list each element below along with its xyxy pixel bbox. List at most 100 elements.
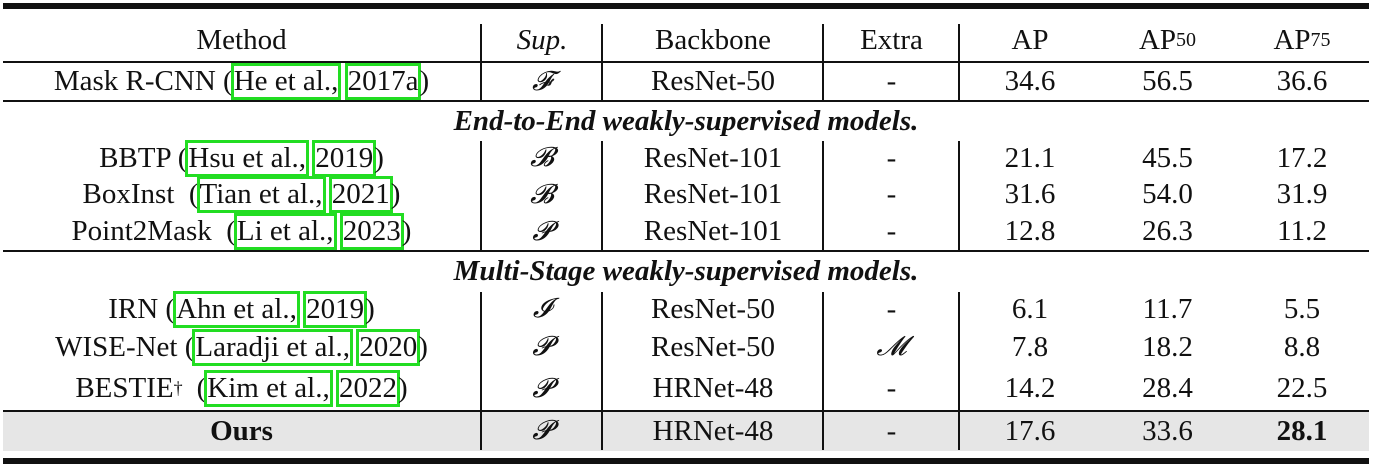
ap50-cell: 33.6 <box>1142 414 1193 447</box>
citation-author-link[interactable]: Li et al., <box>233 213 337 250</box>
citation-author-link[interactable]: Laradji et al., <box>192 328 353 366</box>
citation-year-link[interactable]: 2023 <box>339 213 404 250</box>
extra-cell: - <box>886 414 897 447</box>
ap75-cell: 36.6 <box>1276 65 1328 97</box>
backbone-cell: HRNet-48 <box>652 372 774 404</box>
ap-cell: 6.1 <box>1011 292 1049 325</box>
paren-open: ( <box>196 372 207 404</box>
header-rule <box>3 61 1369 63</box>
backbone-cell: ResNet-50 <box>650 292 776 325</box>
method-cell: BoxInst (Tian et al., 2021) <box>3 176 480 213</box>
backbone-cell: ResNet-101 <box>643 215 783 247</box>
sup-cell: 𝓘 <box>532 293 552 324</box>
table-row: BESTIE†(Kim et al., 2022) 𝓟 HRNet-48 - 1… <box>3 367 1369 410</box>
citation-author-link[interactable]: He et al., <box>230 63 342 100</box>
backbone-cell: ResNet-101 <box>643 141 783 174</box>
ap-cell: 34.6 <box>1004 65 1056 97</box>
ap-cell: 14.2 <box>1004 372 1056 404</box>
citation-year-link[interactable]: 2019 <box>303 290 368 328</box>
method-cell: BESTIE†(Kim et al., 2022) <box>3 367 480 410</box>
section-header-multi-stage: Multi-Stage weakly-supervised models. <box>453 254 919 287</box>
header-ap50-base: AP <box>1138 23 1177 56</box>
col-divider <box>601 141 603 250</box>
col-divider <box>822 292 824 450</box>
ap-cell: 21.1 <box>1004 141 1056 174</box>
extra-cell: - <box>886 372 897 404</box>
sup-cell: 𝓟 <box>532 331 552 362</box>
bottom-rule <box>3 458 1369 464</box>
ours-top-rule <box>3 410 1369 412</box>
sup-cell: 𝓕 <box>532 65 552 97</box>
ap75-cell: 11.2 <box>1277 215 1327 247</box>
table-row: Point2Mask (Li et al., 2023) 𝓟 ResNet-10… <box>3 213 1369 250</box>
sup-cell: 𝓟 <box>532 415 552 446</box>
ap75-cell: 17.2 <box>1276 141 1328 174</box>
ours-row-highlight <box>3 411 1369 451</box>
table-row: WISE-Net (Laradji et al., 2020) 𝓟 ResNet… <box>3 327 1369 367</box>
header-backbone: Backbone <box>655 23 771 56</box>
citation-year-link[interactable]: 2022 <box>335 370 400 407</box>
method-name-ours: Ours <box>210 414 273 447</box>
backbone-cell: ResNet-50 <box>650 65 776 97</box>
ap75-cell: 22.5 <box>1276 372 1328 404</box>
table-row-baseline: Mask R-CNN (He et al., 2017a) 𝓕 ResNet-5… <box>3 63 1369 100</box>
ap-cell: 17.6 <box>1004 414 1056 447</box>
method-cell: WISE-Net (Laradji et al., 2020) <box>3 327 480 367</box>
col-divider <box>480 141 482 250</box>
extra-cell: - <box>886 292 897 325</box>
header-ap75-sub: 75 <box>1310 28 1331 51</box>
table-row-ours: Ours 𝓟 HRNet-48 - 17.6 33.6 28.1 <box>3 412 1369 450</box>
ap75-cell: 5.5 <box>1283 292 1321 325</box>
method-name: BoxInst ( <box>82 178 199 210</box>
ap50-cell: 28.4 <box>1142 372 1193 404</box>
method-cell: Point2Mask (Li et al., 2023) <box>3 213 480 250</box>
sup-cell: 𝓑 <box>530 178 554 210</box>
method-name: BESTIE <box>75 372 174 404</box>
paren-close: ) <box>365 292 375 325</box>
header-extra: Extra <box>860 23 923 56</box>
ap50-cell: 56.5 <box>1142 65 1193 97</box>
citation-year-link[interactable]: 2019 <box>312 139 377 177</box>
table-row: IRN (Ahn et al., 2019) 𝓘 ResNet-50 - 6.1… <box>3 290 1369 328</box>
col-divider <box>958 292 960 450</box>
paren-close: ) <box>390 178 401 210</box>
ap50-cell: 26.3 <box>1142 215 1193 247</box>
dagger-mark: † <box>173 378 183 398</box>
citation-year-link[interactable]: 2017a <box>344 63 422 100</box>
ap75-cell: 8.8 <box>1283 330 1321 363</box>
header-sup: Sup. <box>516 23 568 56</box>
ap50-cell: 54.0 <box>1142 178 1193 210</box>
citation-author-link[interactable]: Kim et al., <box>204 370 333 407</box>
citation-author-link[interactable]: Tian et al., <box>196 176 326 213</box>
ap75-cell: 31.9 <box>1276 178 1328 210</box>
ap50-cell: 45.5 <box>1142 141 1193 174</box>
sup-cell: 𝓑 <box>530 142 554 173</box>
ap-cell: 7.8 <box>1011 330 1049 363</box>
paren-close: ) <box>419 65 430 97</box>
section1-end-rule <box>3 250 1369 252</box>
section-header-end-to-end: End-to-End weakly-supervised models. <box>453 104 919 137</box>
citation-year-link[interactable]: 2020 <box>356 328 421 366</box>
header-method: Method <box>196 23 287 56</box>
sup-cell: 𝓟 <box>532 215 552 247</box>
ap75-cell-best: 28.1 <box>1276 414 1328 447</box>
table-row: BBTP (Hsu et al., 2019) 𝓑 ResNet-101 - 2… <box>3 139 1369 177</box>
method-cell: BBTP (Hsu et al., 2019) <box>3 139 480 177</box>
top-rule <box>3 3 1369 9</box>
method-cell: IRN (Ahn et al., 2019) <box>3 290 480 328</box>
header-ap: AP <box>1011 23 1049 56</box>
header-ap50-sub: 50 <box>1176 28 1197 51</box>
table-row: BoxInst (Tian et al., 2021) 𝓑 ResNet-101… <box>3 176 1369 213</box>
method-cell: Mask R-CNN (He et al., 2017a) <box>3 63 480 100</box>
citation-year-link[interactable]: 2021 <box>328 176 393 213</box>
method-name: Point2Mask ( <box>71 215 236 247</box>
extra-cell: - <box>886 65 897 97</box>
ap50-cell: 11.7 <box>1142 292 1193 325</box>
backbone-cell: HRNet-48 <box>652 414 774 447</box>
ap-cell: 12.8 <box>1004 215 1056 247</box>
citation-author-link[interactable]: Hsu et al., <box>185 139 310 177</box>
citation-author-link[interactable]: Ahn et al., <box>173 290 300 328</box>
